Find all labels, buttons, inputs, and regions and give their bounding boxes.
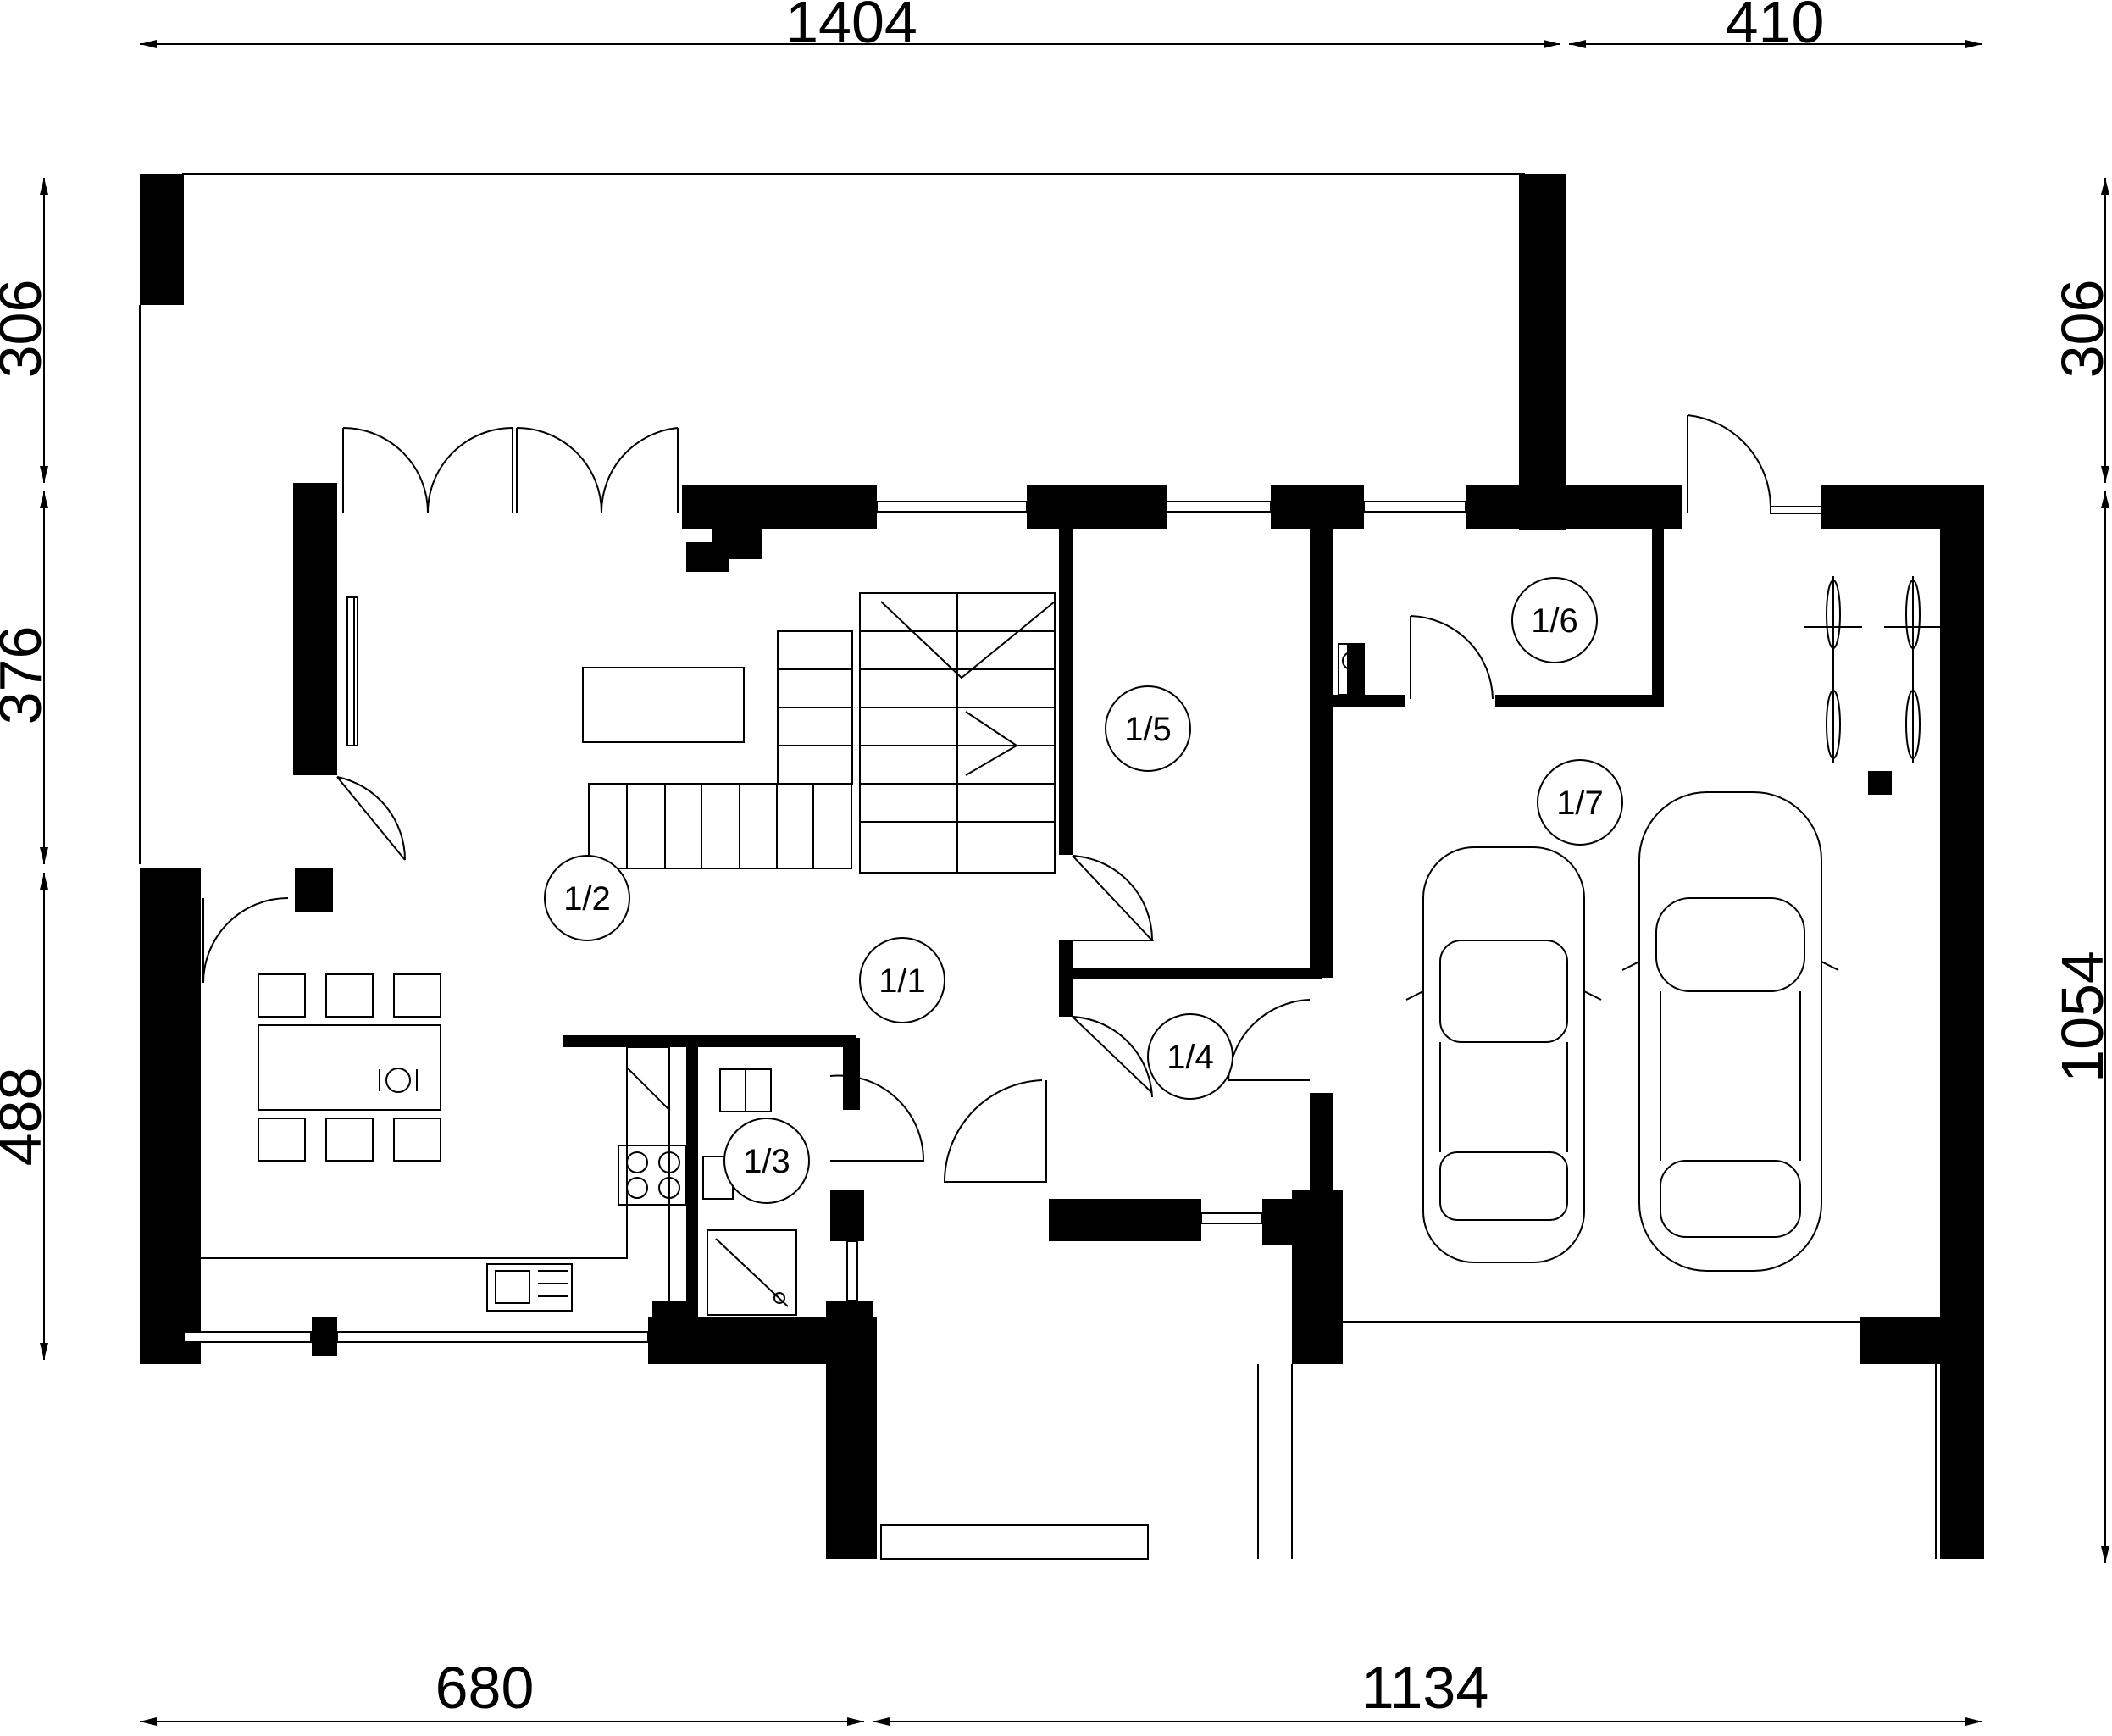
dim-left-upper: 306 (0, 280, 53, 379)
dimension-lines (40, 40, 2109, 1726)
dim-bottom-right: 1134 (1361, 1655, 1489, 1721)
dim-top-right: 410 (1726, 0, 1825, 55)
bicycle-icon (1884, 576, 1942, 763)
car-icon (1621, 791, 1839, 1272)
svg-text:1/5: 1/5 (1124, 711, 1172, 748)
svg-text:1/3: 1/3 (743, 1143, 790, 1180)
furniture (184, 576, 1942, 1317)
staircase (859, 592, 1056, 874)
dim-top-left: 1404 (785, 0, 917, 55)
svg-text:1/6: 1/6 (1531, 602, 1578, 640)
room-label-1-6: 1/6 (1511, 577, 1598, 663)
dim-bottom-left: 680 (435, 1655, 535, 1721)
dim-right-upper: 306 (2049, 280, 2112, 379)
dim-left-lower: 488 (0, 1068, 53, 1167)
svg-text:1/1: 1/1 (879, 962, 926, 1000)
dim-right-lower: 1054 (2049, 951, 2112, 1083)
room-label-1-7: 1/7 (1537, 759, 1623, 846)
room-labels: 1/1 1/2 1/3 1/4 1/5 1/6 1/7 (544, 577, 1623, 1204)
room-label-1-1: 1/1 (859, 937, 945, 1023)
terrace-outline (139, 173, 1937, 1560)
room-label-1-4: 1/4 (1147, 1013, 1233, 1100)
windows (183, 501, 1822, 1343)
car-icon (1405, 846, 1602, 1263)
room-label-1-5: 1/5 (1105, 685, 1191, 772)
dim-left-middle: 376 (0, 626, 53, 725)
walls (140, 174, 1984, 1559)
doors (202, 414, 1771, 1183)
room-label-1-3: 1/3 (723, 1118, 810, 1204)
svg-text:1/4: 1/4 (1167, 1039, 1214, 1076)
svg-text:1/7: 1/7 (1556, 785, 1604, 822)
room-label-1-2: 1/2 (544, 855, 630, 941)
svg-text:1/2: 1/2 (563, 880, 611, 918)
bicycle-icon (1804, 576, 1862, 763)
